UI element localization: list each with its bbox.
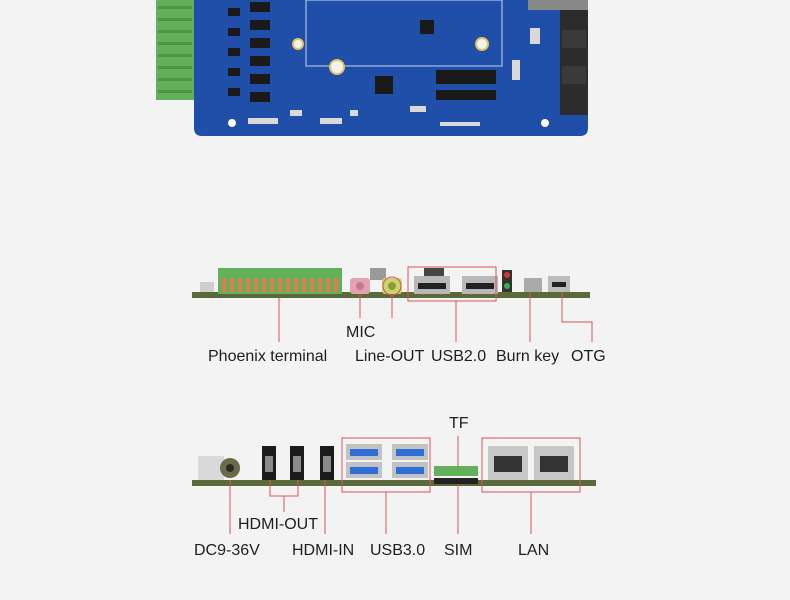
tf-slot (434, 466, 478, 476)
label-hdmi-out: HDMI-OUT (238, 516, 318, 533)
side-view-2 (192, 436, 596, 534)
top-board-view (156, 0, 588, 136)
top-ethernet-ports (560, 0, 588, 115)
mounting-hole (292, 38, 304, 50)
label-dc9-36v: DC9-36V (194, 542, 260, 559)
dc-jack-housing (198, 456, 224, 480)
pcb-edge (192, 480, 596, 486)
sim-slot (434, 478, 478, 484)
mounting-hole (475, 37, 489, 51)
led-marker (228, 119, 236, 127)
label-mic: MIC (346, 324, 376, 341)
label-lan: LAN (518, 542, 550, 559)
label-tf: TF (449, 415, 469, 432)
top-connector (528, 0, 588, 10)
label-sim: SIM (444, 542, 473, 559)
mounting-hole (329, 59, 345, 75)
label-otg: OTG (571, 348, 606, 365)
label-usb3: USB3.0 (370, 542, 426, 559)
label-burn-key: Burn key (496, 348, 560, 365)
side-view-1 (192, 266, 593, 342)
label-hdmi-in: HDMI-IN (292, 542, 355, 559)
silkscreen-frame (305, 0, 503, 67)
usb2-callout-box (407, 266, 497, 302)
burn-key (524, 278, 542, 292)
top-phoenix-terminal (156, 0, 194, 100)
label-usb2: USB2.0 (431, 348, 487, 365)
label-line-out: Line-OUT (355, 348, 425, 365)
label-phoenix-terminal: Phoenix terminal (208, 348, 328, 365)
top-pcb (194, 0, 588, 136)
led-marker (541, 119, 549, 127)
